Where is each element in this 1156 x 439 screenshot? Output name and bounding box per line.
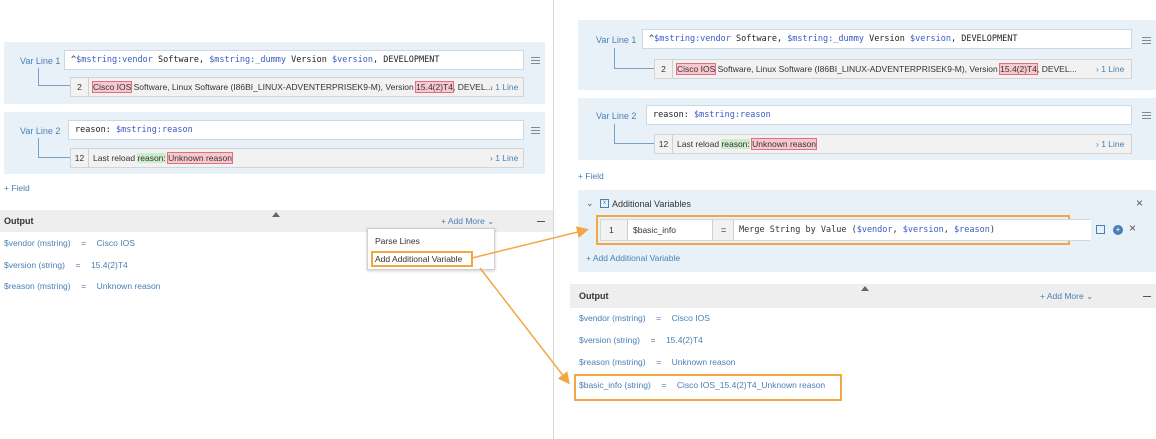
chevron-down-icon[interactable]: ⌄ (586, 198, 594, 208)
output-row: $vendor (mstring)=Cisco IOS (579, 313, 710, 323)
var-line-1-lines-link[interactable]: › 1 Line (1096, 64, 1125, 74)
var-line-2-lines-link[interactable]: › 1 Line (1096, 139, 1125, 149)
menu-icon[interactable] (531, 57, 540, 64)
variable-name-field[interactable]: $basic_info (627, 220, 713, 240)
var-line-2-label: Var Line 2 (20, 126, 61, 136)
highlight-box (371, 251, 473, 267)
variable-expression-field[interactable]: Merge String by Value ($vendor, $version… (733, 220, 1091, 240)
additional-variables-title: Additional Variables (612, 199, 691, 209)
output-title: Output (579, 291, 609, 301)
output-row: $version (string)=15.4(2)T4 (579, 335, 703, 345)
variables-icon: x (600, 199, 609, 208)
var-line-2-pattern[interactable]: reason: $mstring:reason (68, 120, 524, 140)
add-more-button[interactable]: + Add More ⌄ (1040, 291, 1094, 301)
close-icon[interactable]: × (1136, 196, 1144, 210)
var-line-1-label: Var Line 1 (596, 35, 637, 45)
var-line-1-label: Var Line 1 (20, 56, 61, 66)
minimize-icon[interactable] (537, 221, 545, 222)
tree-connector (38, 68, 70, 86)
output-bar: Output + Add More ⌄ (570, 284, 1156, 308)
chevron-down-icon: ⌄ (1083, 291, 1094, 301)
output-row: $reason (mstring)=Unknown reason (579, 357, 736, 367)
var-line-1-block: Var Line 1 ^$mstring:vendor Software, $m… (578, 20, 1156, 90)
minimize-icon[interactable] (1143, 296, 1151, 297)
output-row: $version (string)=15.4(2)T4 (4, 260, 128, 270)
additional-variables-block: ⌄ x Additional Variables × 1 $basic_info… (578, 190, 1156, 272)
menu-icon[interactable] (1142, 37, 1151, 44)
arrow-to-output (479, 267, 570, 385)
left-panel: Var Line 1 ^$mstring:vendor Software, $m… (0, 0, 553, 439)
equals-sign: = (721, 225, 727, 235)
additional-variable-row: 1 $basic_info = Merge String by Value ($… (600, 219, 1091, 241)
var-line-2-pattern[interactable]: reason: $mstring:reason (646, 105, 1132, 125)
add-field-link[interactable]: + Field (4, 183, 30, 193)
menu-icon[interactable] (531, 127, 540, 134)
chevron-right-icon: › (490, 82, 496, 92)
chevron-down-icon: ⌄ (484, 216, 495, 226)
tree-connector (38, 138, 70, 158)
var-line-1-block: Var Line 1 ^$mstring:vendor Software, $m… (4, 42, 545, 104)
add-more-dropdown: Parse Lines Add Additional Variable (367, 228, 495, 270)
tree-connector (614, 48, 654, 69)
plus-circle-icon[interactable]: + (1113, 225, 1123, 235)
collapse-caret-icon[interactable] (272, 212, 280, 217)
output-title: Output (4, 216, 34, 226)
add-additional-variable-link[interactable]: + Add Additional Variable (586, 253, 681, 263)
output-row: $basic_info (string)=Cisco IOS_15.4(2)T4… (579, 380, 826, 390)
output-bar: Output + Add More ⌄ (0, 210, 553, 232)
arrow-to-additional-variables (471, 226, 589, 259)
add-field-link[interactable]: + Field (578, 171, 604, 181)
parse-lines-item[interactable]: Parse Lines (375, 236, 420, 246)
add-additional-variable-item[interactable]: Add Additional Variable (375, 254, 463, 264)
var-line-1-pattern[interactable]: ^$mstring:vendor Software, $mstring:_dum… (64, 50, 524, 70)
var-line-2-lines-link[interactable]: › 1 Line (490, 153, 519, 163)
row-number: 1 (609, 225, 614, 235)
var-line-1-lines-link[interactable]: › 1 Line (490, 82, 519, 92)
output-row: $vendor (mstring)=Cisco IOS (4, 238, 135, 248)
highlight-box (574, 374, 842, 401)
right-panel: Var Line 1 ^$mstring:vendor Software, $m… (570, 0, 1156, 439)
chevron-right-icon: › (1096, 139, 1102, 149)
tree-connector (614, 124, 654, 144)
external-link-icon[interactable] (1096, 225, 1105, 234)
close-icon[interactable]: × (1129, 221, 1137, 235)
add-more-button[interactable]: + Add More ⌄ (441, 216, 495, 226)
var-line-1-pattern[interactable]: ^$mstring:vendor Software, $mstring:_dum… (642, 29, 1132, 49)
panel-divider (553, 0, 554, 439)
collapse-caret-icon[interactable] (861, 286, 869, 291)
chevron-right-icon: › (490, 153, 496, 163)
menu-icon[interactable] (1142, 112, 1151, 119)
chevron-right-icon: › (1096, 64, 1102, 74)
output-row: $reason (mstring)=Unknown reason (4, 281, 161, 291)
var-line-2-label: Var Line 2 (596, 111, 637, 121)
